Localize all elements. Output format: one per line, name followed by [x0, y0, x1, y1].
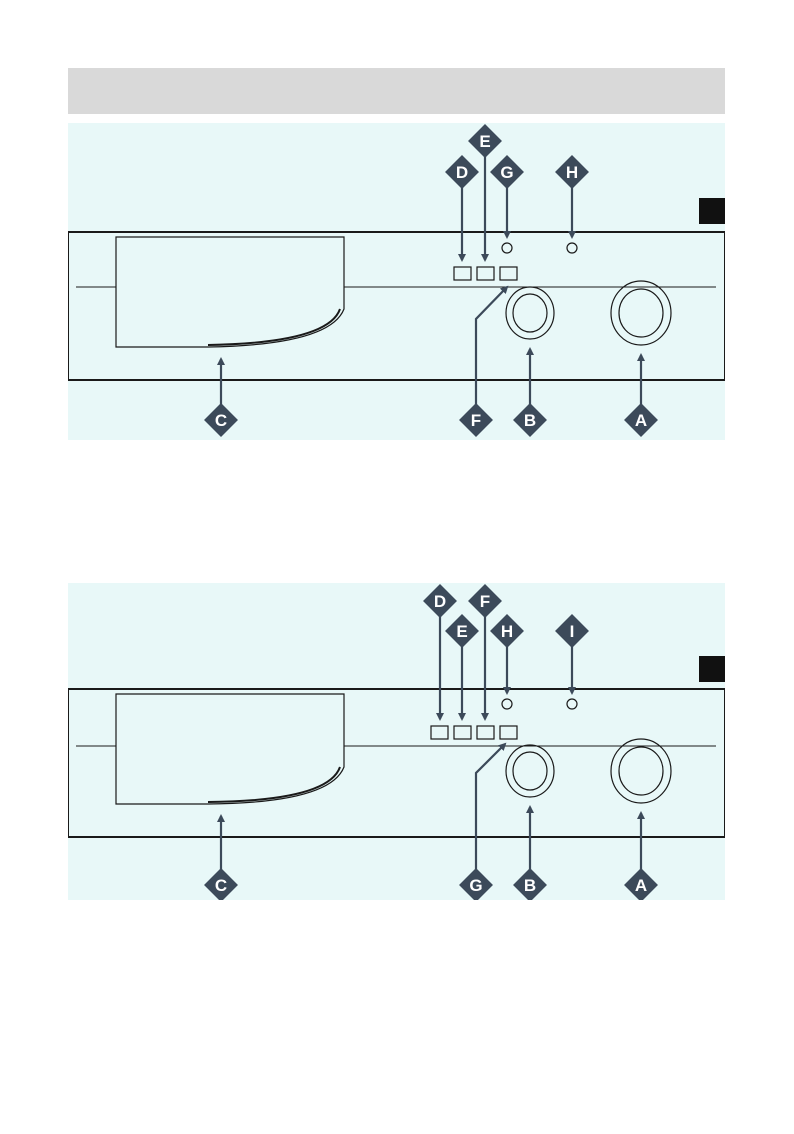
- knob-a-inner: [619, 289, 663, 337]
- knob-a-inner: [619, 747, 663, 795]
- button-d[interactable]: [454, 267, 471, 280]
- callout-g: G: [490, 155, 524, 189]
- svg-text:C: C: [215, 876, 227, 895]
- knob-a-outer[interactable]: [611, 281, 671, 345]
- svg-text:E: E: [479, 132, 490, 151]
- knob-b-inner: [513, 752, 547, 790]
- indicator-light-g: [502, 243, 512, 253]
- button-e[interactable]: [477, 267, 494, 280]
- callout-h: H: [490, 614, 524, 648]
- button-g[interactable]: [500, 726, 517, 739]
- callout-c: C: [204, 403, 238, 437]
- button-f[interactable]: [477, 726, 494, 739]
- svg-text:E: E: [456, 622, 467, 641]
- svg-text:A: A: [635, 876, 647, 895]
- svg-text:D: D: [434, 592, 446, 611]
- svg-text:H: H: [566, 163, 578, 182]
- control-panel-diagram-1: D E G H C F B A: [68, 123, 725, 440]
- callout-e: E: [468, 124, 502, 158]
- callout-f: F: [459, 403, 493, 437]
- svg-text:A: A: [635, 411, 647, 430]
- callout-a: A: [624, 868, 658, 900]
- diagram-2-svg: D F E H I C G B: [68, 583, 725, 900]
- indicator-light-i: [567, 699, 577, 709]
- button-d[interactable]: [431, 726, 448, 739]
- arrow-f: [476, 287, 507, 405]
- corner-square-marker: [699, 198, 725, 224]
- indicator-light-h: [502, 699, 512, 709]
- callout-f: F: [468, 584, 502, 618]
- detergent-drawer: [116, 694, 344, 804]
- callout-b: B: [513, 403, 547, 437]
- knob-b-inner: [513, 294, 547, 332]
- svg-text:H: H: [501, 622, 513, 641]
- callout-c: C: [204, 868, 238, 900]
- control-panel-diagram-2: D F E H I C G B: [68, 583, 725, 900]
- callout-a: A: [624, 403, 658, 437]
- button-f[interactable]: [500, 267, 517, 280]
- svg-text:C: C: [215, 411, 227, 430]
- knob-a-outer[interactable]: [611, 739, 671, 803]
- callout-e: E: [445, 614, 479, 648]
- callout-d: D: [445, 155, 479, 189]
- callout-b: B: [513, 868, 547, 900]
- detergent-drawer: [116, 237, 344, 347]
- svg-text:G: G: [469, 876, 482, 895]
- svg-text:D: D: [456, 163, 468, 182]
- button-e[interactable]: [454, 726, 471, 739]
- svg-text:B: B: [524, 876, 536, 895]
- corner-square-marker: [699, 656, 725, 682]
- header-bar: [68, 68, 725, 114]
- svg-text:I: I: [570, 622, 575, 641]
- svg-text:B: B: [524, 411, 536, 430]
- svg-text:F: F: [471, 411, 481, 430]
- indicator-light-h: [567, 243, 577, 253]
- svg-text:F: F: [480, 592, 490, 611]
- callout-g: G: [459, 868, 493, 900]
- callout-i: I: [555, 614, 589, 648]
- svg-text:G: G: [500, 163, 513, 182]
- callout-h: H: [555, 155, 589, 189]
- diagram-1-svg: D E G H C F B A: [68, 123, 725, 440]
- callout-d: D: [423, 584, 457, 618]
- arrow-g: [476, 744, 505, 870]
